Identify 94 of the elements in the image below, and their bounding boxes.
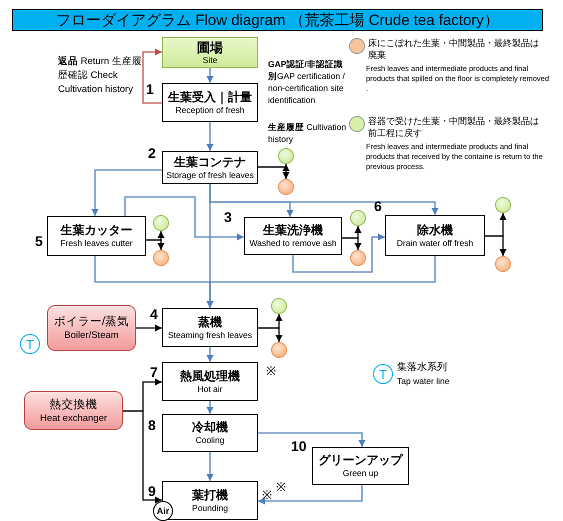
box-subtitle: Boiler/Steam — [64, 330, 119, 341]
arrow — [92, 169, 162, 216]
process-box — [244, 217, 342, 255]
box-subtitle: Reception of fresh — [176, 104, 244, 116]
reference-mark: ※ — [266, 363, 276, 379]
note-text: 生産履歴 Cultivation history — [268, 121, 348, 145]
box-subtitle: Hot air — [197, 384, 223, 394]
process-box — [162, 37, 258, 68]
tap-symbol — [373, 364, 393, 384]
arrow — [123, 410, 162, 504]
circle-symbol — [271, 298, 287, 314]
process-box — [162, 414, 258, 452]
title-banner: フローダイアグラム Flow diagram （荒茶工場 Crude tea factory） — [12, 9, 543, 31]
air-label: Air — [156, 506, 170, 516]
box-title: グリーンアップ — [318, 453, 402, 468]
circle-symbol — [278, 148, 294, 164]
step-number: 5 — [35, 233, 43, 249]
step-number: 7 — [150, 364, 158, 380]
box-subtitle: Pounding — [192, 502, 228, 514]
arrow — [206, 256, 436, 308]
legend-text: 容器で受けた生葉・中間製品・最終製品は前工程に戻す — [368, 115, 540, 139]
arrow — [258, 432, 366, 447]
arrow — [206, 68, 214, 83]
arrow — [124, 196, 244, 240]
tap-letter: T — [26, 336, 34, 352]
circle-symbol — [350, 210, 366, 226]
tap-letter: T — [379, 366, 387, 382]
equipment-box — [47, 305, 136, 351]
step-number: 6 — [374, 198, 382, 214]
box-title: 生葉受入｜計量 — [168, 90, 252, 104]
box-title: 熱風処理機 — [180, 368, 240, 384]
box-subtitle: Washed to remove ash — [249, 238, 337, 249]
arrow — [206, 401, 214, 414]
box-title: 葉打機 — [192, 488, 228, 502]
box-title: 生葉洗浄機 — [263, 223, 323, 238]
box-title: 除水機 — [417, 222, 453, 238]
arrow — [485, 235, 506, 256]
reference-mark: ※ — [262, 487, 272, 503]
process-box — [47, 216, 146, 256]
step-number: 2 — [148, 145, 156, 161]
arrow — [146, 239, 164, 250]
box-title: 冷却機 — [192, 420, 228, 435]
step-number: 8 — [148, 417, 156, 433]
box-subtitle: Heat exchanger — [40, 412, 108, 424]
arrow — [258, 166, 290, 179]
arrow — [292, 234, 385, 273]
process-box — [162, 308, 258, 347]
legend-text: 床にこぼれた生葉・中間製品・最終製品は廃棄 — [368, 37, 540, 61]
step-number: 1 — [146, 81, 154, 97]
equipment-box — [24, 391, 123, 430]
step-number: 3 — [224, 209, 232, 225]
note-text: Tap water line — [397, 376, 450, 386]
note-text: 集落水系列 — [397, 360, 447, 374]
process-box — [162, 362, 258, 401]
arrow — [136, 324, 162, 332]
box-title: ボイラー/蒸気 — [54, 315, 130, 330]
box-subtitle: Green up — [342, 468, 378, 479]
circle-symbol — [153, 250, 169, 266]
step-number: 9 — [148, 483, 156, 499]
process-box — [312, 447, 409, 485]
box-title: 蒸機 — [198, 314, 222, 330]
circle-symbol — [495, 197, 511, 213]
box-subtitle: Steaming fresh leaves — [168, 330, 252, 340]
process-box — [162, 151, 258, 184]
box-title: 生葉コンテナ — [174, 154, 246, 170]
box-title: 熱交換機 — [50, 398, 98, 412]
box-title: 圃場 — [197, 40, 223, 54]
circle-symbol — [278, 179, 294, 195]
box-subtitle: Drain water off fresh — [396, 238, 474, 248]
reference-mark: ※ — [276, 479, 286, 495]
process-box — [162, 83, 258, 122]
note-text: GAP認証/非認証識別GAP certification / non-certification site identification — [268, 58, 346, 106]
air-circle — [153, 501, 173, 521]
box-subtitle: Fresh leaves cutter — [60, 238, 133, 249]
circle-symbol — [271, 342, 287, 358]
box-title: 生葉カッター — [60, 223, 132, 238]
arrow — [258, 485, 363, 504]
arrow — [206, 452, 214, 481]
circle-symbol — [153, 215, 169, 231]
step-number: 4 — [150, 306, 158, 322]
circle-symbol — [350, 250, 366, 266]
arrow — [142, 48, 162, 104]
arrow — [206, 347, 214, 362]
arrow — [258, 327, 282, 342]
arrow — [206, 122, 214, 151]
arrow — [342, 237, 362, 250]
process-box — [385, 215, 485, 256]
tap-symbol — [20, 334, 40, 354]
step-number: 10 — [291, 438, 307, 454]
box-subtitle: Site — [202, 54, 218, 66]
note-text: 返品 Return 生産履歴確認 Check Cultivation history — [58, 55, 143, 97]
box-subtitle: Storage of fresh leaves — [166, 170, 254, 180]
box-subtitle: Cooling — [196, 435, 224, 446]
circle-symbol — [495, 256, 511, 272]
